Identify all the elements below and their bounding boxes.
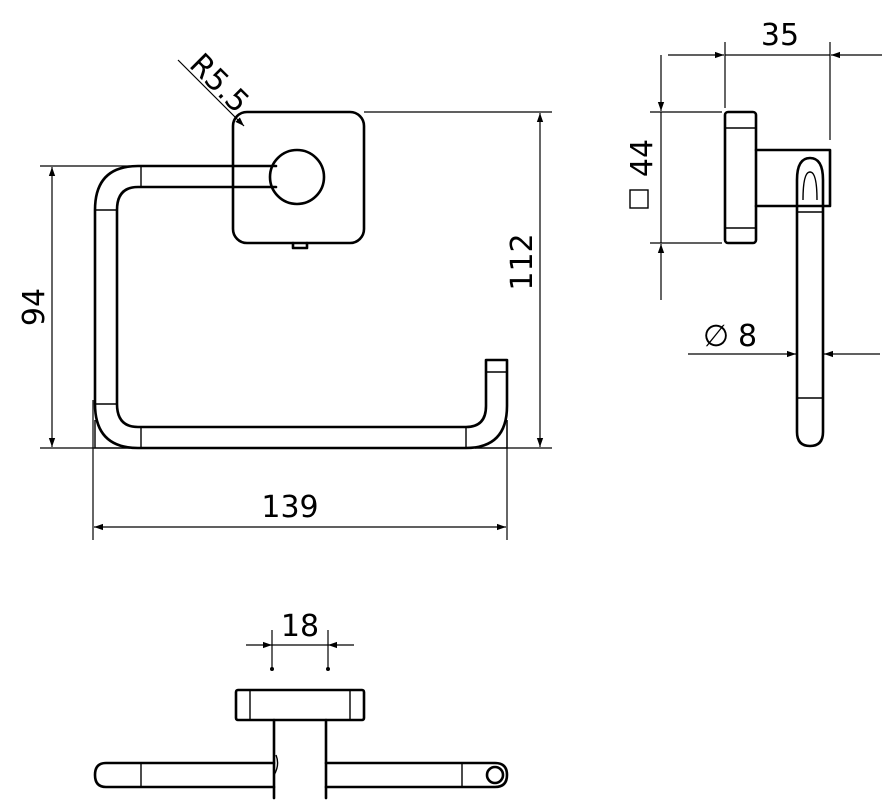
dim-18-label: 18	[281, 609, 319, 644]
side-dimensions: 35 44 ∅ 8	[625, 18, 882, 358]
ring-outer	[93, 164, 509, 450]
side-plate	[723, 110, 758, 245]
top-rod	[93, 761, 509, 789]
top-dimensions: 18	[246, 609, 354, 671]
wall-plate	[231, 110, 366, 245]
dim-8-label: 8	[738, 319, 757, 354]
front-view	[93, 110, 509, 450]
square-symbol	[629, 189, 649, 209]
top-rod-end	[485, 765, 505, 785]
side-view	[723, 110, 832, 448]
dim-35-label: 35	[761, 18, 799, 53]
dim-139-label: 139	[261, 490, 318, 525]
diameter-symbol: ∅	[703, 319, 729, 354]
dim-44-label: 44	[625, 139, 660, 177]
top-view	[93, 688, 509, 800]
radius-label: R5.5	[182, 47, 255, 120]
side-hub	[754, 148, 832, 208]
side-rod-inner	[802, 171, 818, 201]
hole-marker-right	[326, 667, 330, 671]
front-dimensions: R5.5 112 94 139	[17, 47, 552, 540]
dim-94-label: 94	[17, 288, 52, 326]
hub-circle	[268, 148, 326, 206]
plate-nub	[291, 241, 309, 250]
top-hub-break	[273, 754, 279, 776]
side-rod	[795, 156, 825, 448]
top-plate	[234, 688, 366, 722]
hole-marker-left	[270, 667, 274, 671]
dim-112-label: 112	[505, 233, 540, 290]
radius-leader	[177, 59, 245, 127]
top-hub	[272, 718, 328, 800]
